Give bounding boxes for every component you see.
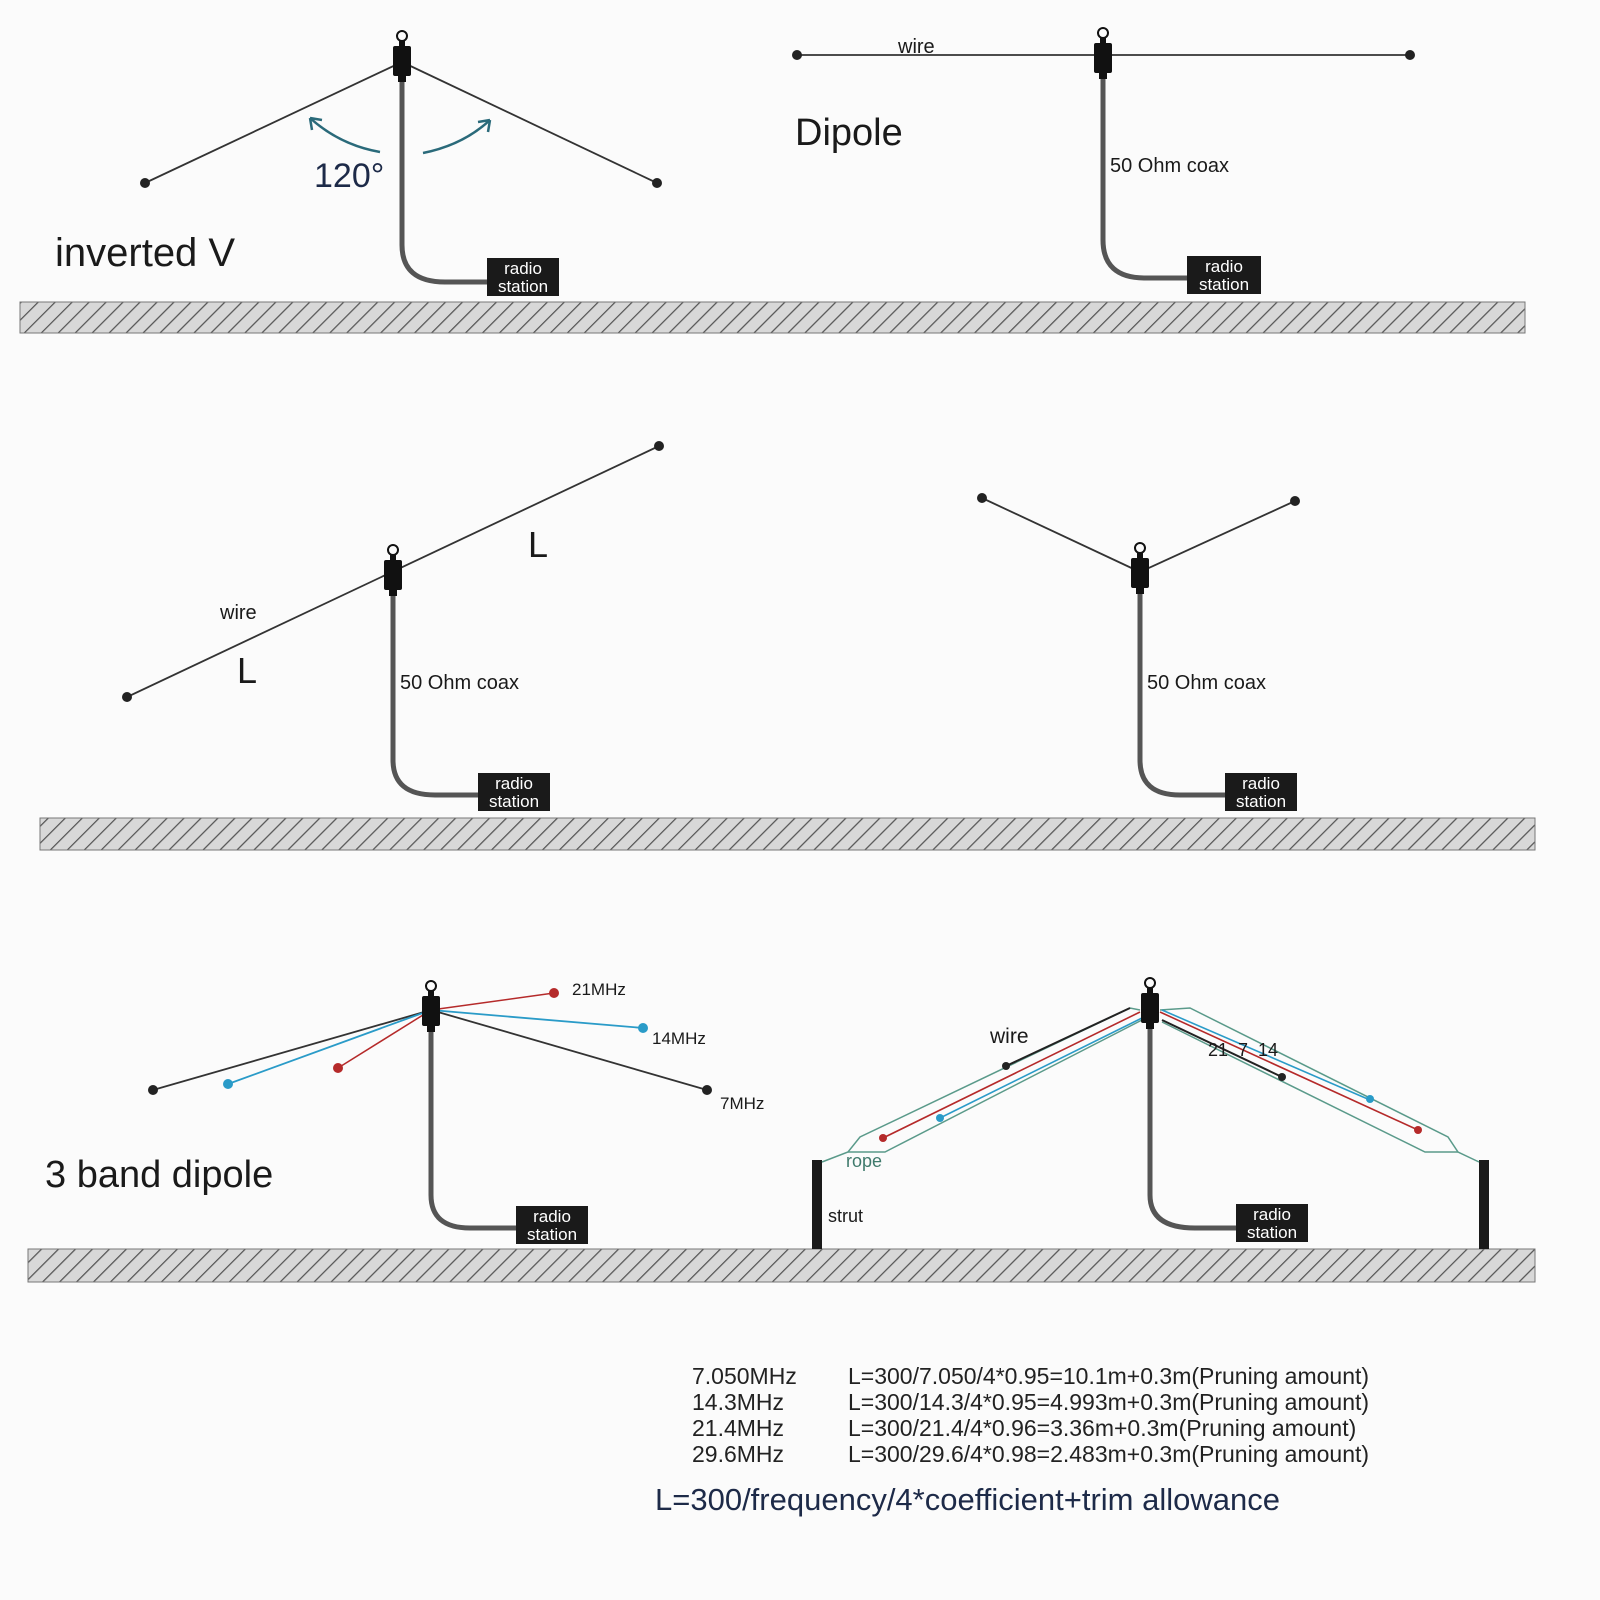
wire-label: wire [897, 36, 935, 58]
svg-text:L: L [528, 524, 548, 565]
svg-text:L=300/7.050/4*0.95=10.1m+0.3m(: L=300/7.050/4*0.95=10.1m+0.3m(Pruning am… [848, 1363, 1369, 1389]
strut-right [1479, 1160, 1489, 1249]
ground-2 [39, 817, 1536, 851]
three-band-strut-panel: wire 21 7 14 rope strut radio station [812, 977, 1489, 1249]
svg-text:station: station [1247, 1223, 1297, 1242]
svg-text:50 Ohm coax: 50 Ohm coax [1147, 672, 1266, 694]
svg-text:rope: rope [846, 1151, 882, 1171]
svg-text:wire: wire [219, 602, 257, 624]
svg-text:radio: radio [533, 1207, 571, 1226]
angle-arrow-right-icon [422, 119, 491, 155]
radio-station-label: radio [504, 259, 542, 278]
angle-arrow-left-icon [309, 117, 381, 154]
inverted-v-panel: 120° inverted V radio station [55, 30, 662, 296]
svg-text:14.3MHz: 14.3MHz [692, 1389, 784, 1415]
svg-text:strut: strut [828, 1206, 863, 1226]
ground-3 [27, 1248, 1536, 1283]
svg-text:station: station [1236, 792, 1286, 811]
svg-text:21MHz: 21MHz [572, 980, 626, 999]
calculation-table: 7.050MHz L=300/7.050/4*0.95=10.1m+0.3m(P… [692, 1363, 1369, 1467]
svg-text:wire: wire [989, 1025, 1029, 1048]
svg-text:radio: radio [495, 774, 533, 793]
svg-text:3 band dipole: 3 band dipole [45, 1154, 273, 1196]
general-formula: L=300/frequency/4*coefficient+trim allow… [655, 1482, 1280, 1517]
svg-text:L: L [237, 650, 257, 691]
three-band-panel: 21MHz 14MHz 7MHz 3 band dipole radio sta… [45, 980, 764, 1244]
svg-text:7MHz: 7MHz [720, 1094, 764, 1113]
svg-text:L=300/14.3/4*0.95=4.993m+0.3m(: L=300/14.3/4*0.95=4.993m+0.3m(Pruning am… [848, 1389, 1369, 1415]
ground-1 [19, 301, 1526, 334]
svg-text:L=300/21.4/4*0.96=3.36m+0.3m(P: L=300/21.4/4*0.96=3.36m+0.3m(Pruning amo… [848, 1415, 1356, 1441]
strut-left [812, 1160, 822, 1249]
svg-text:radio: radio [1242, 774, 1280, 793]
dipole-title: Dipole [795, 112, 903, 154]
dipole-panel: wire Dipole 50 Ohm coax radio station [792, 27, 1415, 294]
svg-text:station: station [527, 1225, 577, 1244]
svg-text:radio: radio [1205, 257, 1243, 276]
svg-text:7.050MHz: 7.050MHz [692, 1363, 797, 1389]
svg-text:station: station [498, 277, 548, 296]
sloper-panel: wire L L 50 Ohm coax radio station [122, 441, 664, 811]
svg-text:21 7 14: 21 7 14 [1208, 1040, 1278, 1060]
svg-text:radio: radio [1253, 1205, 1291, 1224]
svg-text:14MHz: 14MHz [652, 1029, 706, 1048]
svg-text:50 Ohm coax: 50 Ohm coax [400, 672, 519, 694]
angle-label: 120° [314, 157, 384, 195]
svg-text:L=300/29.6/4*0.98=2.483m+0.3m(: L=300/29.6/4*0.98=2.483m+0.3m(Pruning am… [848, 1441, 1369, 1467]
v-dipole-panel: 50 Ohm coax radio station [977, 493, 1300, 811]
coax-label: 50 Ohm coax [1110, 155, 1229, 177]
inverted-v-title: inverted V [55, 231, 235, 275]
svg-text:29.6MHz: 29.6MHz [692, 1441, 784, 1467]
svg-text:station: station [489, 792, 539, 811]
svg-text:station: station [1199, 275, 1249, 294]
svg-text:21.4MHz: 21.4MHz [692, 1415, 784, 1441]
